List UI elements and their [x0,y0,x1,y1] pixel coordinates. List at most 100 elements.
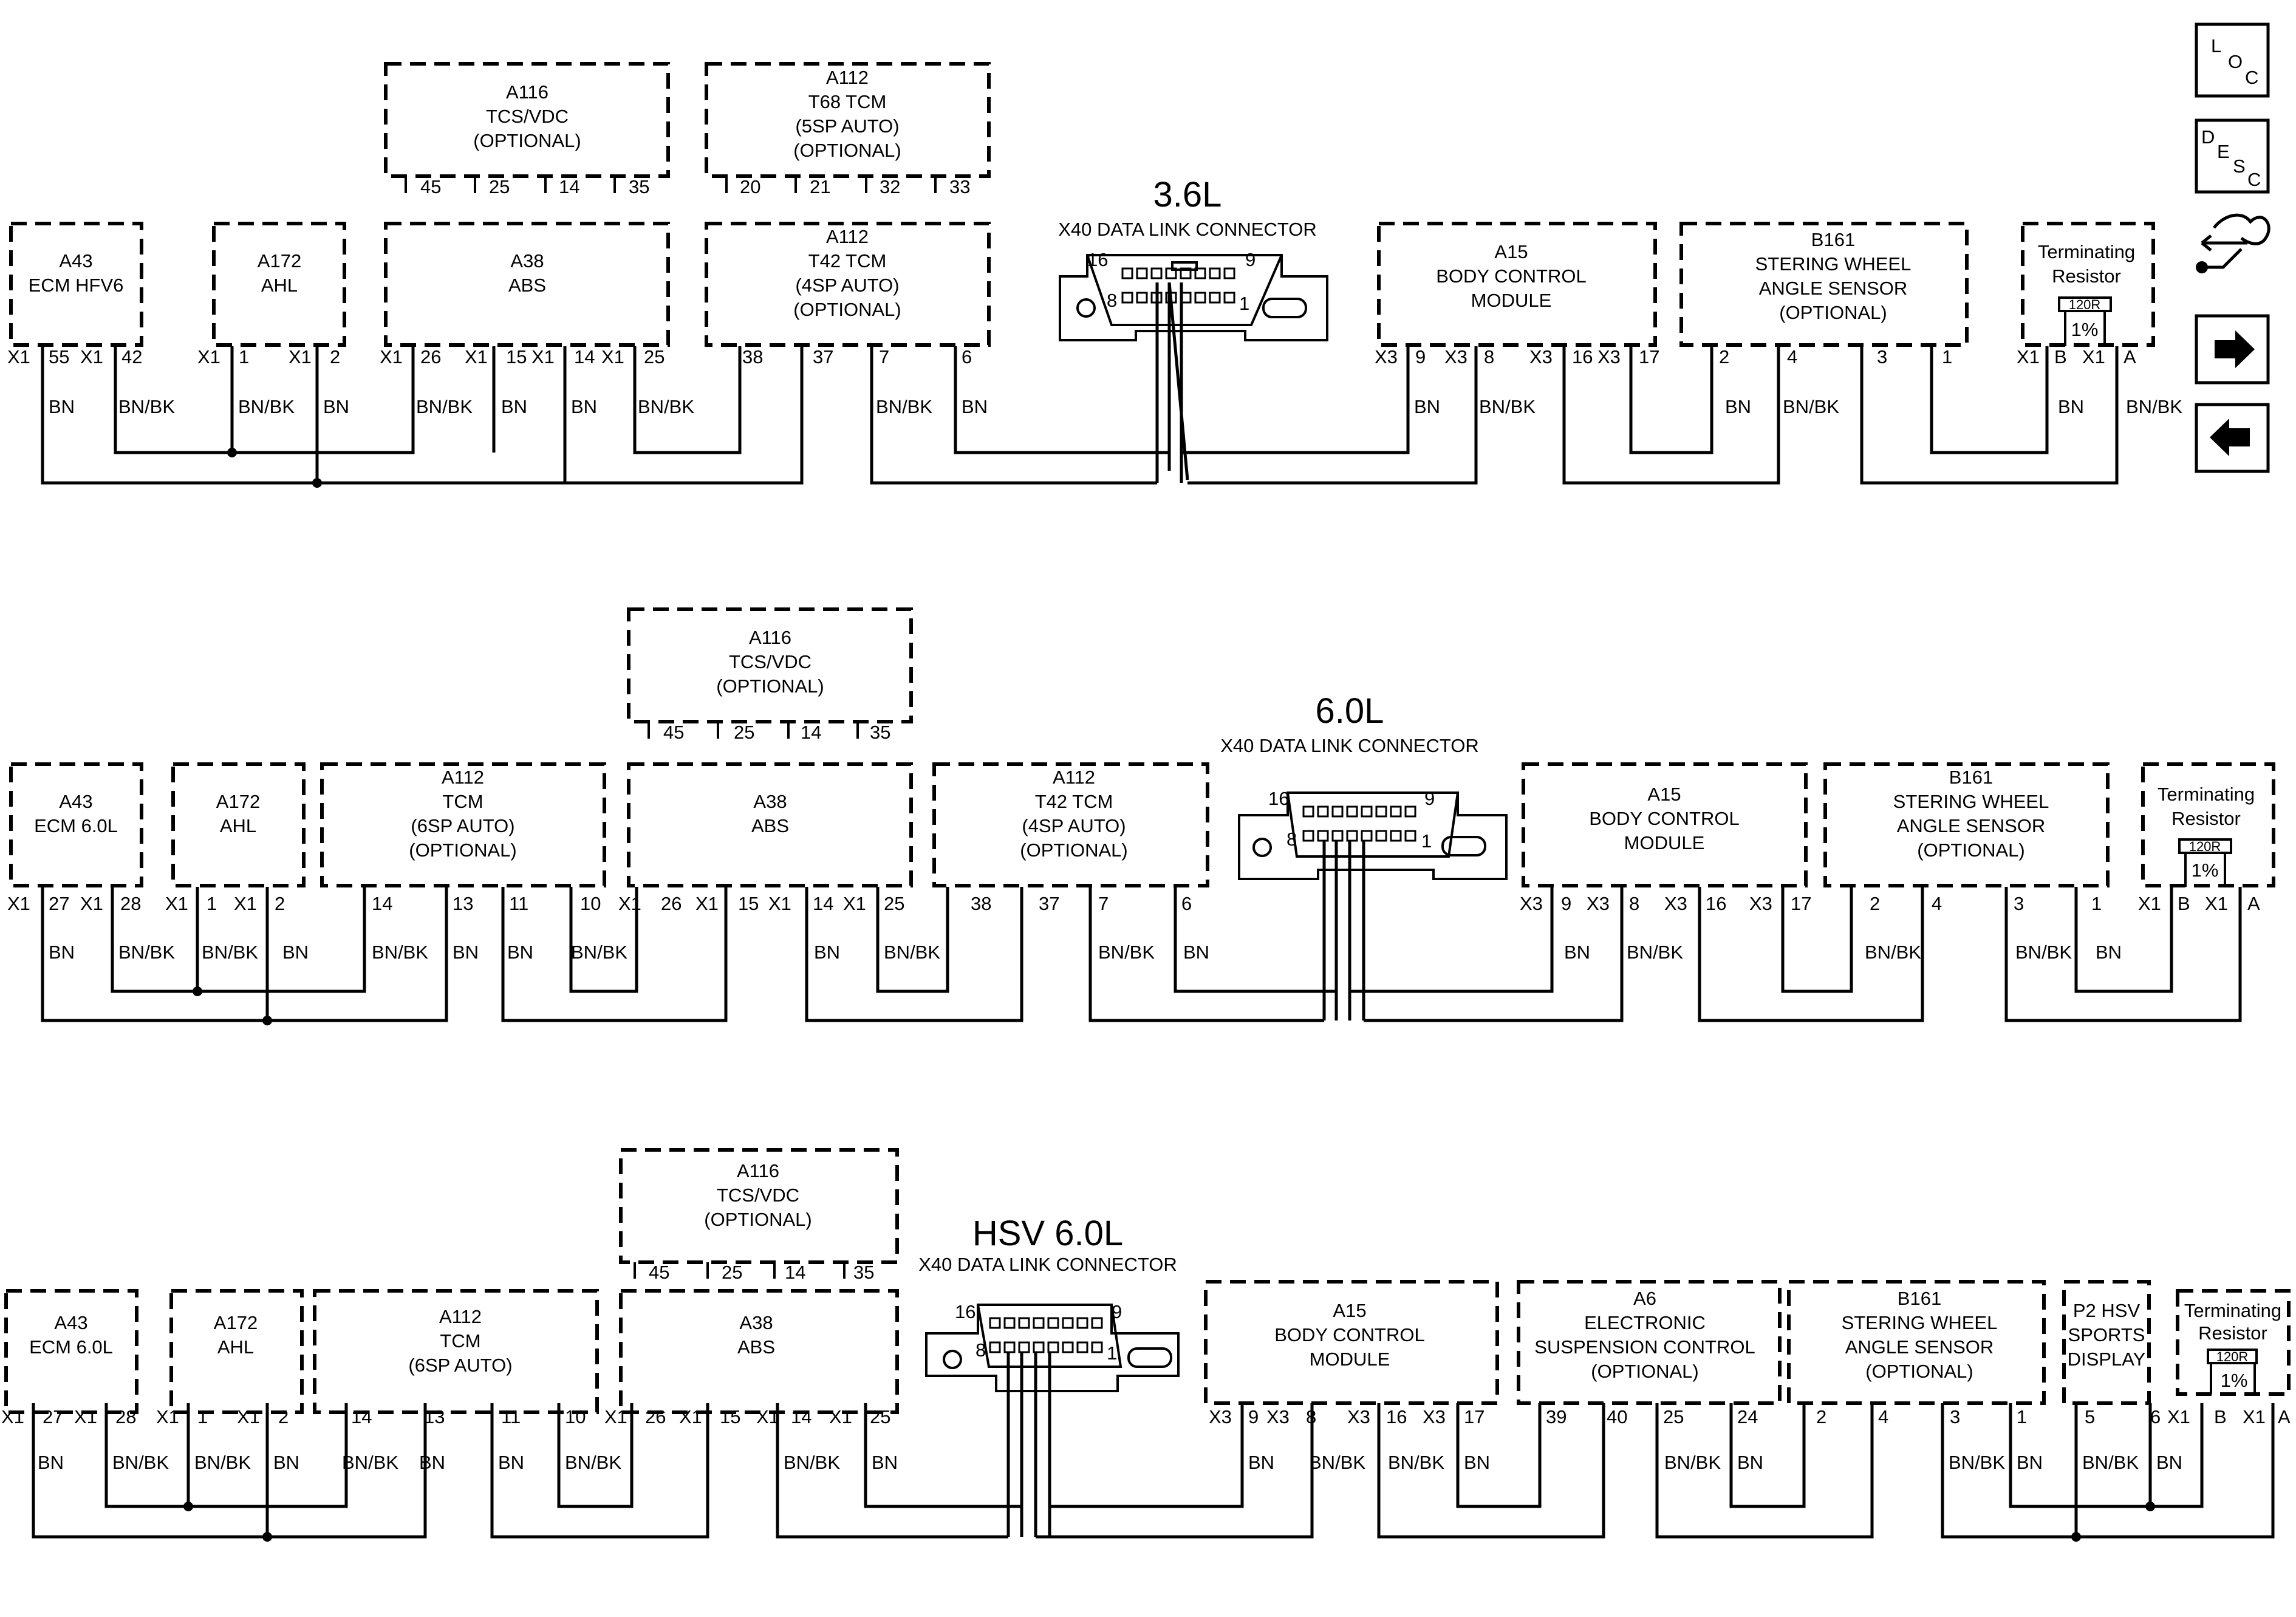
diagram-label: X1 [829,1406,852,1427]
diagram-label: X1 [465,346,488,368]
desc-letter: S [2233,156,2246,177]
diagram-label: 28 [120,893,141,914]
diagram-label: 7 [1098,893,1109,914]
diagram-label: 1% [2192,860,2219,881]
diagram-label: 1 [1942,346,1952,368]
diagram-label: BN [49,396,75,417]
diagram-label: 14 [559,176,579,197]
diagram-label: (6SP AUTO) [408,1355,512,1376]
diagram-label: X1 [843,893,866,914]
diagram-label: X1 [531,346,555,368]
diagram-label: T68 TCM [808,91,887,112]
diagram-label: TCS/VDC [729,651,811,672]
wire-color-labels: BN BN/BK BN/BK BN BN/BK BN BN BN/BK BN/B… [38,1452,2182,1473]
diagram-label: BN [323,396,349,417]
diagram-label: 6.0L [1316,691,1384,731]
diagram-label: (OPTIONAL) [1917,839,2024,861]
diagram-label: A6 [1633,1288,1656,1309]
diagram-label: 16 [1386,1406,1407,1427]
diagram-label: X40 DATA LINK CONNECTOR [918,1254,1177,1275]
diagram-label: 26 [661,893,682,914]
diagram-label: 32 [880,176,900,197]
diagram-label: 120R [2189,839,2221,854]
diagram-label: BN/BK [1664,1452,1721,1473]
diagram-label: (4SP AUTO) [1022,815,1126,836]
diagram-label: X1 [80,346,103,368]
diagram-label: BN/BK [1865,942,1921,963]
diagram-label: MODULE [1310,1349,1390,1370]
section-3-6l: A116 TCS/VDC (OPTIONAL) 45 25 14 35 A112… [7,62,2182,488]
diagram-label: (5SP AUTO) [795,115,899,137]
wire-color-labels: BN BN/BK BN/BK BN BN/BK BN BN BN/BK BN B… [49,942,2122,963]
diagram-label: 8 [975,1339,986,1361]
diagram-label: A116 [737,1160,779,1181]
diagram-label: 8 [1629,893,1639,914]
diagram-label: 25 [489,176,510,197]
diagram-label: A112 [826,226,869,247]
diagram-label: X1 [234,893,257,914]
diagram-label: 7 [879,346,889,368]
diagram-label: (6SP AUTO) [411,815,514,836]
diagram-label: BN/BK [1479,396,1536,417]
arrow-left-icon [2210,419,2250,456]
diagram-label: MODULE [1471,290,1552,311]
diagram-label: BN [2156,1452,2182,1473]
diagram-label: T42 TCM [1035,791,1113,812]
diagram-label: X1 [756,1406,779,1427]
diagram-label: 14 [785,1262,805,1283]
diagram-label: 42 [121,346,142,368]
diagram-label: X1 [165,893,188,914]
diagram-label: 1% [2221,1370,2248,1391]
diagram-label: B161 [1949,767,1993,788]
diagram-label: BN/BK [342,1452,398,1473]
diagram-label: 25 [1663,1406,1684,1427]
diagram-label: X1 [156,1406,179,1427]
diagram-label: 16 [1268,788,1289,809]
diagram-label: 1 [1421,830,1432,852]
section-hsv-6-0l: A116 TCS/VDC (OPTIONAL) 45 25 14 35 HSV … [1,1148,2291,1542]
diagram-label: A112 [826,67,869,88]
diagram-label: 9 [1112,1301,1122,1322]
diagram-label: AHL [220,815,256,836]
diagram-label: BN/BK [118,396,175,417]
diagram-label: ANGLE SENSOR [1759,278,1908,299]
diagram-label: X1 [289,346,312,368]
diagram-label: AHL [261,275,298,296]
diagram-label: Resistor [2052,265,2121,287]
diagram-label: 120R [2216,1349,2249,1364]
desc-button[interactable]: D E S C [2195,118,2270,194]
diagram-label: 3 [2014,893,2024,914]
diagram-label: ANGLE SENSOR [1897,815,2046,836]
diagram-label: A [2247,893,2260,914]
diagram-label: X1 [601,346,624,368]
diagram-label: SUSPENSION CONTROL [1534,1336,1755,1358]
wiring-tool-icon[interactable] [2196,213,2270,273]
next-page-button[interactable] [2195,314,2270,385]
diagram-label: 14 [801,722,821,743]
diagram-label: 55 [49,346,69,368]
diagram-label: BN/BK [565,1452,621,1473]
diagram-label: X3 [1375,346,1398,368]
loc-letter: L [2211,35,2221,56]
prev-page-button[interactable] [2195,403,2270,473]
diagram-label: BN [419,1452,445,1473]
pin-labels: X1 55 X1 42 X1 1 X1 2 X1 26 X1 15 X1 14 … [7,346,2136,368]
diagram-label: P2 HSV [2073,1300,2141,1321]
diagram-label: A15 [1333,1300,1366,1321]
diagram-label: X3 [1423,1406,1446,1427]
diagram-label: X1 [7,893,30,914]
diagram-label: 4 [1878,1406,1888,1427]
diagram-label: X1 [2243,1406,2266,1427]
diagram-label: X3 [1529,346,1553,368]
diagram-label: 5 [2085,1406,2095,1427]
diagram-label: BN [2017,1452,2043,1473]
diagram-label: 25 [722,1262,742,1283]
diagram-label: (4SP AUTO) [795,275,899,296]
diagram-label: 25 [644,346,665,368]
loc-button[interactable]: L O C [2195,22,2270,98]
diagram-label: TCS/VDC [717,1185,799,1206]
diagram-label: 9 [1424,788,1435,809]
diagram-label: 14 [372,893,392,914]
diagram-label: 28 [115,1406,136,1427]
diagram-label: X1 [604,1406,627,1427]
